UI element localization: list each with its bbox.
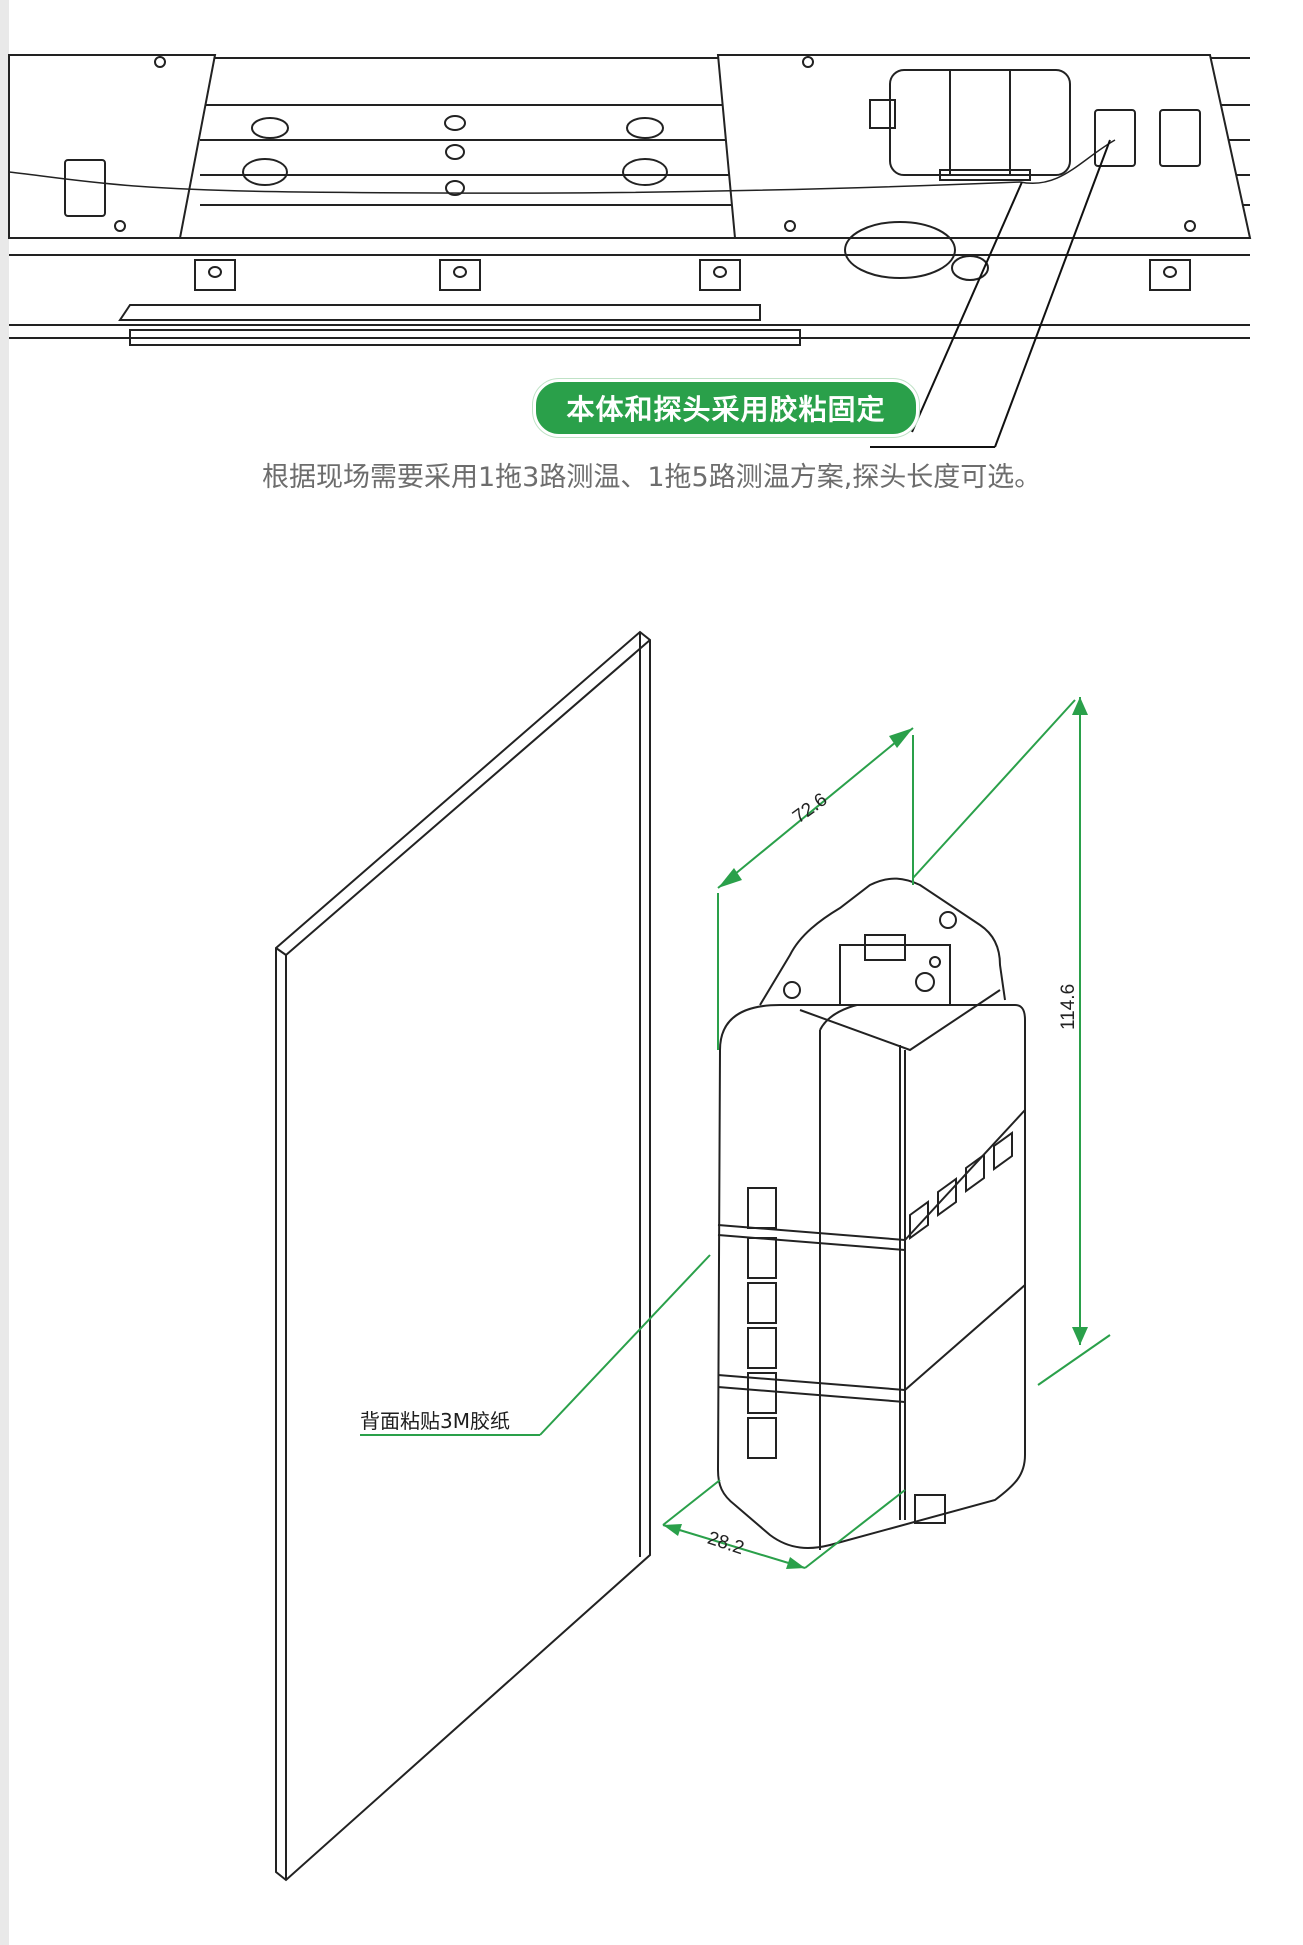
height-dimension-label: 114.6 — [1058, 983, 1079, 1030]
scheme-caption: 根据现场需要采用1拖3路测温、1拖5路测温方案,探头长度可选。 — [262, 462, 1042, 493]
terminal-block — [839, 944, 951, 1006]
left-margin-strip — [0, 0, 9, 1945]
width-dimension-label: 72.6 — [789, 789, 832, 828]
rail-assembly-drawing — [8, 54, 1252, 448]
depth-dimension-label: 28.2 — [704, 1527, 747, 1560]
adhesive-tape-label: 背面粘贴3M胶纸 — [360, 1409, 510, 1433]
mounting-wall-panel — [275, 630, 651, 1882]
device-body — [716, 1004, 1026, 1549]
adhesive-fix-badge: 本体和探头采用胶粘固定 — [533, 379, 919, 437]
